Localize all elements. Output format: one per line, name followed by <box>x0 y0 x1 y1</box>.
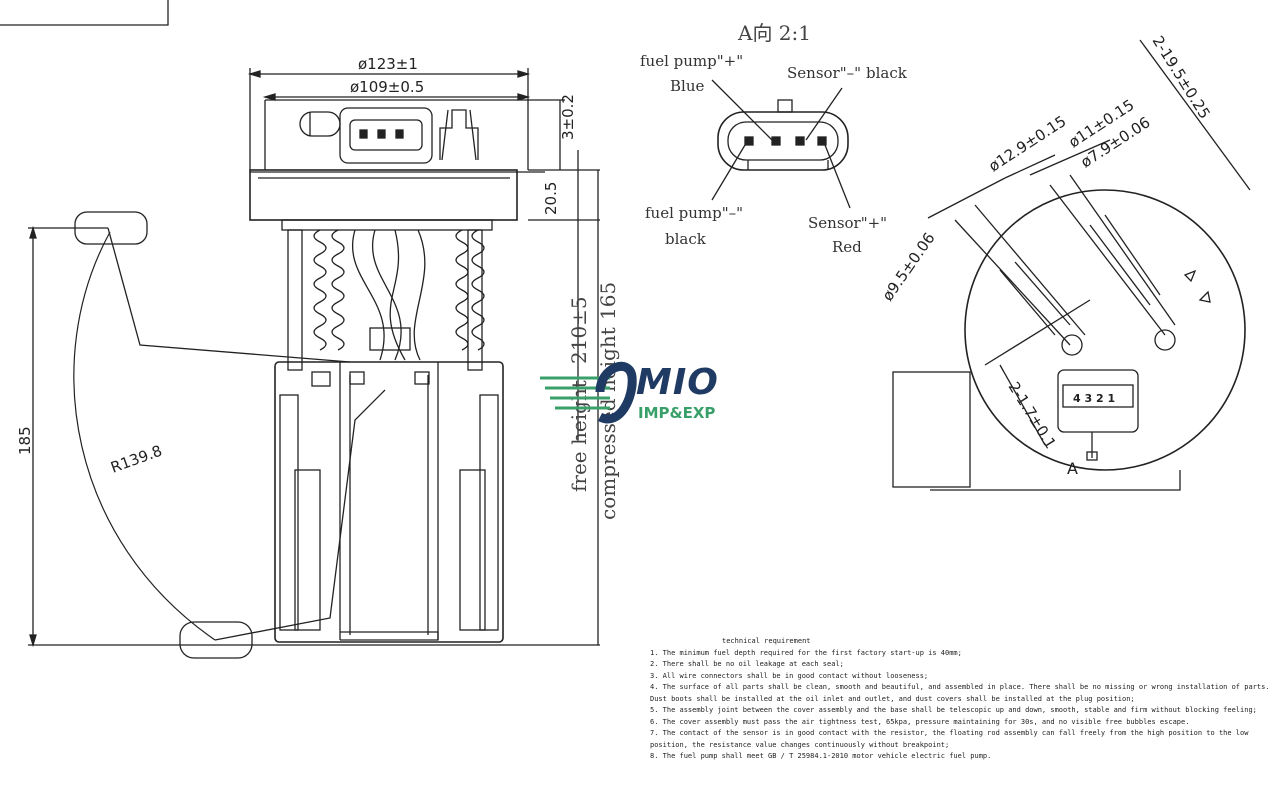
flange <box>249 99 545 231</box>
label-sensor-plus-color: Red <box>832 238 862 256</box>
requirements-title: technical requirement <box>722 637 811 645</box>
compressed-height-label: compressed height <box>596 327 620 520</box>
dim-total-depth <box>28 225 600 648</box>
label-flange-outer: ø123±1 <box>358 55 418 73</box>
float-arm <box>73 211 386 659</box>
label-top-offset: 3±0.2 <box>559 94 577 140</box>
label-flange-inner: ø109±0.5 <box>350 78 424 96</box>
compressed-height-group: compressed height 165 <box>596 282 620 520</box>
label-sensor-minus-color: black <box>866 64 908 82</box>
requirement-item: 6. The cover assembly must pass the air … <box>650 717 1190 726</box>
pump-body <box>274 229 504 643</box>
label-total-depth: 185 <box>16 426 34 455</box>
view-title: A向 2:1 <box>737 21 811 45</box>
label-pump-plus-color: Blue <box>670 77 704 95</box>
technical-requirements: technical requirement 1. The minimum fue… <box>650 636 1275 763</box>
title-block-corner <box>0 0 169 26</box>
label-flange-height: 20.5 <box>542 182 560 215</box>
requirement-item: 7. The contact of the sensor is in good … <box>650 729 1249 749</box>
label-pins: 4 3 2 1 <box>1073 392 1115 405</box>
label-port-d: ø9.5±0.06 <box>879 229 939 304</box>
requirement-item: 1. The minimum fuel depth required for t… <box>650 648 962 657</box>
label-pump-plus: fuel pump"+" <box>640 52 743 70</box>
dim-flange-inner <box>262 93 531 101</box>
logo-subtitle: IMP&EXP <box>638 404 716 422</box>
requirement-item: 3. All wire connectors shall be in good … <box>650 671 929 680</box>
top-view <box>892 39 1251 491</box>
label-sensor-minus: Sensor"–" <box>787 64 861 82</box>
free-height-value: 210±5 <box>567 296 591 364</box>
label-pump-minus-color: black <box>665 230 707 248</box>
requirement-item: 8. The fuel pump shall meet GB / T 25984… <box>650 752 992 760</box>
label-pump-minus: fuel pump"–" <box>645 204 743 222</box>
label-sensor-plus: Sensor"+" <box>808 214 887 232</box>
requirement-item: 2. There shall be no oil leakage at each… <box>650 660 844 668</box>
company-logo: MIO IMP&EXP <box>540 352 750 432</box>
dim-flange-outer <box>247 68 531 170</box>
free-height-group: free height 210±5 <box>567 296 591 492</box>
requirement-item: 5. The assembly joint between the cover … <box>650 706 1257 714</box>
requirement-item: 4. The surface of all parts shall be cle… <box>650 683 1270 703</box>
label-angle-bottom: 2-1.7±0.1 <box>1005 379 1060 452</box>
label-port-a: ø12.9±0.15 <box>985 112 1069 175</box>
logo-name: MIO <box>636 362 719 403</box>
label-view-arrow: A <box>1067 459 1078 478</box>
logo-mark <box>540 361 637 424</box>
label-float-radius: R139.8 <box>108 442 164 477</box>
connector-detail <box>711 79 851 209</box>
label-angle-top: 2-19.5±0.25 <box>1149 33 1214 123</box>
compressed-height-value: 165 <box>596 282 620 320</box>
